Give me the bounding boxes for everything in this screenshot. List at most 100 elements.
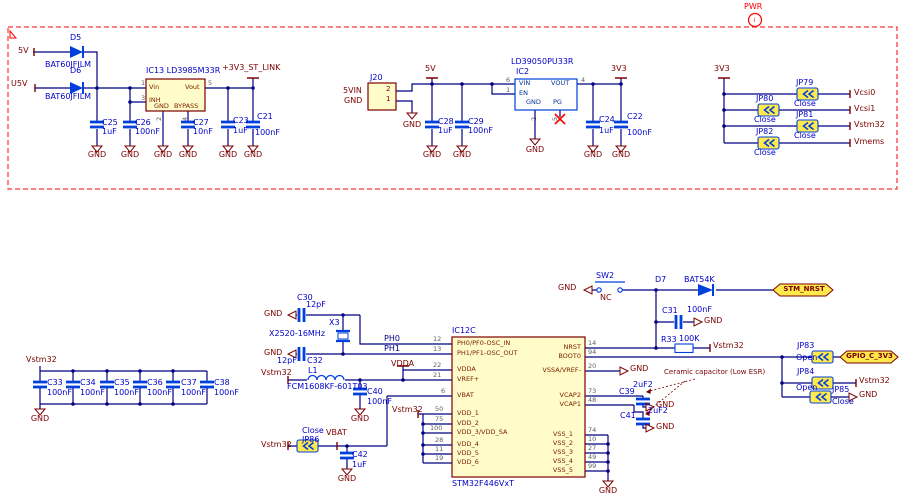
mcu-pin-vcap2: VCAP2 bbox=[559, 391, 582, 399]
gnd-c40: GND bbox=[350, 414, 370, 423]
ref-ic12c: IC12C bbox=[452, 326, 476, 335]
gnd-ic13: GND bbox=[153, 150, 173, 159]
jp81-state: Close bbox=[794, 131, 816, 140]
ic2-pin-pg: PG bbox=[553, 98, 562, 106]
val-c21: 100nF bbox=[255, 128, 280, 137]
net-ph1: PH1 bbox=[384, 344, 400, 353]
ref-c36: C36 bbox=[147, 378, 163, 387]
diode-d7 bbox=[698, 284, 714, 296]
gnd-jp85: GND bbox=[859, 390, 878, 399]
ref-x3: X3 bbox=[329, 318, 340, 327]
ref-c35: C35 bbox=[114, 378, 130, 387]
ref-c24: C24 bbox=[599, 115, 615, 124]
mcu-pin-ph1: PH1/PF1-OSC_OUT bbox=[457, 349, 518, 357]
val-c39: 2uF2 bbox=[633, 380, 653, 389]
esr-note-arrows bbox=[644, 378, 696, 416]
val-c42: 1uF bbox=[352, 460, 367, 469]
mcu-pinnum-75: 75 bbox=[435, 415, 444, 423]
capacitor-symbols bbox=[33, 120, 683, 460]
ic13-pin-vout: Vout bbox=[185, 83, 200, 91]
net-vmems: Vmems bbox=[854, 137, 885, 146]
val-c28: 1uF bbox=[438, 126, 453, 135]
mcu-pinnum-73: 73 bbox=[588, 387, 597, 395]
mcu-pinnum-21: 21 bbox=[433, 371, 442, 379]
jp80-state: Close bbox=[754, 115, 776, 124]
mcu-pin-vss1: VSS_1 bbox=[552, 430, 573, 438]
ic13-pinnum-4: 4 bbox=[181, 116, 189, 121]
mcu-pin-vdd6: VDD_6 bbox=[457, 458, 479, 466]
tag-stm-nrst: STM_NRST bbox=[783, 285, 825, 293]
ref-jp85: JP85 bbox=[832, 385, 850, 394]
j20-body bbox=[367, 82, 397, 111]
ic13-pin-gnd: GND bbox=[154, 102, 169, 110]
val-c35: 100nF bbox=[114, 388, 139, 397]
mcu-pin-vdda: VDDA bbox=[457, 365, 476, 373]
val-c33: 100nF bbox=[47, 388, 72, 397]
mcu-pinnum-100: 100 bbox=[430, 424, 443, 432]
gnd-c27: GND bbox=[178, 150, 198, 159]
val-d5: BAT60JFILM bbox=[45, 60, 92, 69]
gnd-vss: GND bbox=[598, 486, 618, 495]
mcu-pin-vss3: VSS_3 bbox=[552, 448, 573, 456]
mcu-pin-vdd5: VDD_5 bbox=[457, 449, 479, 457]
junction-dots bbox=[71, 82, 784, 473]
esr-note: Ceramic capacitor (Low ESR) bbox=[664, 368, 766, 376]
ref-r33: R33 bbox=[661, 335, 677, 344]
mcu-pinnum-22: 22 bbox=[433, 361, 442, 369]
ref-jp83: JP83 bbox=[797, 341, 815, 350]
net-3v3-rail: 3V3 bbox=[611, 64, 627, 73]
ref-c42: C42 bbox=[352, 450, 368, 459]
ref-c26: C26 bbox=[135, 118, 151, 127]
ic2-pin-gnd: GND bbox=[526, 98, 541, 106]
gnd-bank: GND bbox=[30, 414, 50, 423]
ref-c38: C38 bbox=[214, 378, 230, 387]
ref-c40: C40 bbox=[367, 387, 383, 396]
ic2-pinnum-5: 5 bbox=[551, 116, 559, 121]
gnd-c25: GND bbox=[87, 150, 107, 159]
val-c31: 100nF bbox=[687, 305, 712, 314]
val-c34: 100nF bbox=[80, 388, 105, 397]
ic2-body bbox=[514, 78, 578, 111]
val-c27: 10nF bbox=[193, 127, 213, 136]
val-l1: FCM1608KF-601T03 bbox=[287, 382, 368, 391]
mcu-pin-vbat: VBAT bbox=[457, 391, 474, 399]
val-c37: 100nF bbox=[181, 388, 206, 397]
tag-gpio-c-3v3: GPIO_C_3V3 bbox=[846, 352, 893, 360]
ref-c41: C41 bbox=[620, 411, 636, 420]
ref-jp82: JP82 bbox=[756, 127, 774, 136]
j20-pinnum-1: 1 bbox=[386, 95, 391, 103]
val-c30: 12pF bbox=[306, 300, 326, 309]
net-vstm32-r33: Vstm32 bbox=[713, 341, 744, 350]
val-r33: 100K bbox=[679, 334, 700, 343]
net-vcsi1: Vcsi1 bbox=[854, 104, 876, 113]
val-c26: 100nF bbox=[135, 127, 160, 136]
val-c23: 1uF bbox=[233, 126, 248, 135]
power-domain-border bbox=[7, 26, 898, 190]
gnd-symbols bbox=[33, 112, 859, 488]
tag-gpio-c-3v3-shape bbox=[839, 350, 899, 364]
jp82-state: Close bbox=[754, 148, 776, 157]
ic2-pinnum-1: 1 bbox=[506, 86, 511, 94]
diode-d5 bbox=[70, 46, 84, 58]
mcu-pin-vdd3: VDD_3/VDD_SA bbox=[457, 428, 508, 436]
gnd-c29: GND bbox=[452, 150, 472, 159]
jumper-symbols bbox=[296, 87, 834, 453]
mcu-pinnum-11: 11 bbox=[435, 445, 444, 453]
ref-d6: D6 bbox=[70, 66, 82, 75]
gnd-ic2: GND bbox=[525, 145, 545, 154]
ref-d7: D7 bbox=[655, 275, 667, 284]
mcu-pinnum-10: 10 bbox=[588, 435, 597, 443]
ref-c30: C30 bbox=[297, 293, 313, 302]
mcu-pin-vref: VREF+ bbox=[457, 375, 480, 383]
ref-c31: C31 bbox=[662, 306, 678, 315]
ref-jp79: JP79 bbox=[796, 78, 814, 87]
ic13-pinnum-2: 2 bbox=[155, 116, 163, 121]
mcu-pin-nrst: NRST bbox=[563, 343, 581, 351]
j20-pinnum-2: 2 bbox=[386, 85, 391, 93]
sw2-nc: NC bbox=[600, 293, 612, 302]
val-c29: 100nF bbox=[468, 126, 493, 135]
mcu-pin-vdd4: VDD_4 bbox=[457, 440, 479, 448]
gnd-c42: GND bbox=[337, 474, 357, 483]
ref-c37: C37 bbox=[181, 378, 197, 387]
net-vstm32-jp86: Vstm32 bbox=[261, 440, 292, 449]
